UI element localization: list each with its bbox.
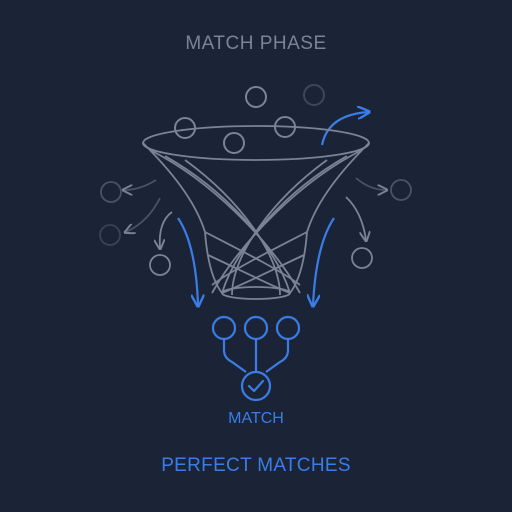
- flow-arrow-right: [313, 217, 335, 305]
- matched-circle: [243, 315, 269, 341]
- entry-arrow: [320, 112, 368, 146]
- checkmark-icon: [240, 370, 272, 402]
- match-label: MATCH: [228, 410, 284, 427]
- incoming-candidates: [174, 84, 325, 154]
- rejected-circle: [351, 247, 373, 269]
- connector-line: [265, 339, 290, 373]
- matched-candidates: [211, 315, 301, 373]
- matched-circle: [211, 315, 237, 341]
- perfect-matches-label: PERFECT MATCHES: [161, 455, 351, 476]
- rejected-circle: [99, 224, 121, 246]
- reject-arrow: [355, 177, 386, 190]
- candidate-circle: [245, 86, 267, 108]
- reject-arrow: [345, 196, 366, 240]
- rejected-circle: [100, 181, 122, 203]
- flow-arrow-left: [177, 217, 198, 305]
- diagram-title: MATCH PHASE: [185, 33, 327, 54]
- rejected-right: [345, 177, 412, 269]
- rejected-circle: [149, 254, 171, 276]
- candidate-circle: [223, 132, 245, 154]
- reject-arrow: [160, 211, 173, 248]
- candidate-circle-faded: [303, 84, 325, 106]
- reject-arrow: [124, 179, 157, 190]
- rejected-left: [99, 179, 173, 276]
- connector-line: [222, 339, 247, 373]
- funnel-icon: [142, 125, 370, 300]
- rejected-circle: [390, 179, 412, 201]
- reject-arrow: [126, 197, 161, 232]
- candidate-circle: [174, 117, 196, 139]
- matched-circle: [275, 315, 301, 341]
